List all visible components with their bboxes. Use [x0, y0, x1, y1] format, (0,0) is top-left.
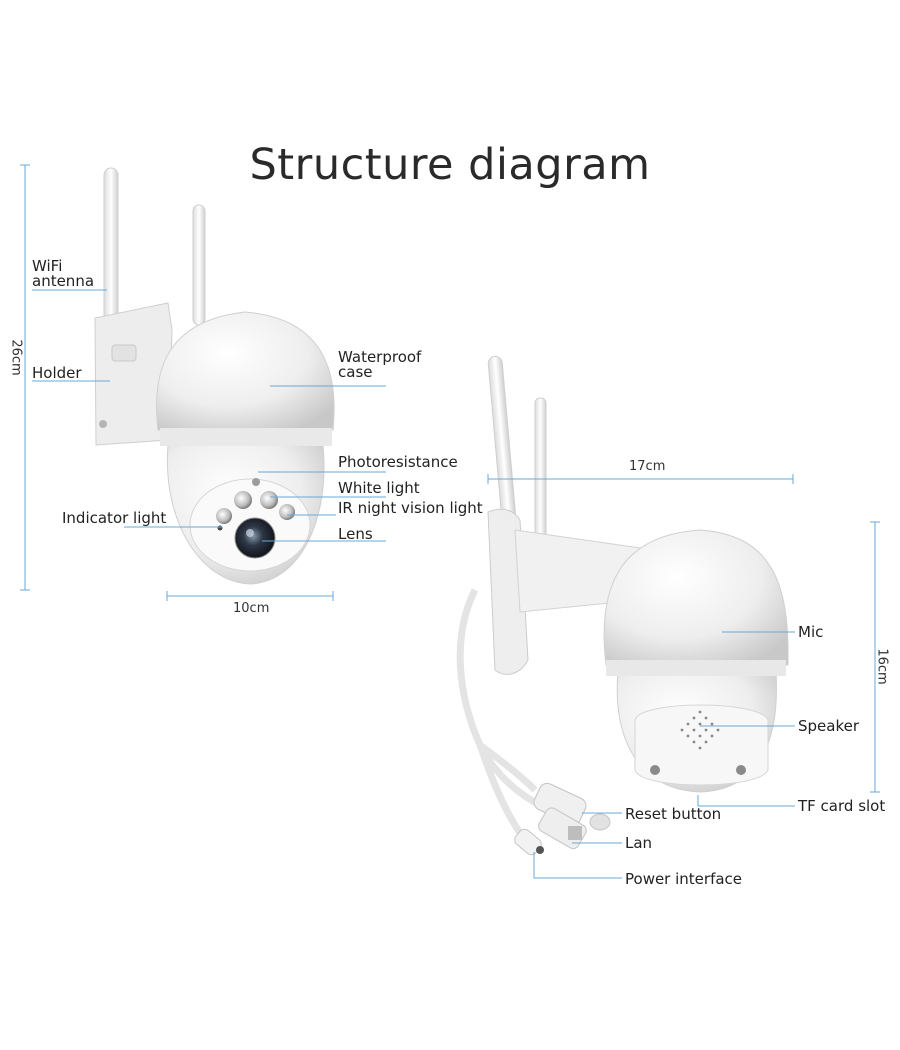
tf-card-slot-label: TF card slot — [798, 797, 886, 815]
side-cable — [456, 588, 542, 809]
side-dome-top — [603, 529, 789, 666]
indicator-light-label: Indicator light — [62, 509, 167, 527]
wifi-antenna-label: WiFi antenna — [32, 259, 94, 289]
lens-label: Lens — [338, 525, 373, 543]
front-width-dimension: 10cm — [233, 601, 270, 616]
reset-button-label: Reset button — [625, 805, 722, 823]
side-camera-illustration — [456, 355, 789, 856]
side-speaker-grille — [680, 710, 720, 750]
front-camera-illustration — [94, 167, 335, 585]
front-lens — [234, 517, 276, 559]
lan-label: Lan — [625, 834, 653, 852]
side-length-dimension: 17cm — [629, 459, 666, 474]
waterproof-case-label: Waterproof case — [338, 350, 421, 380]
front-height-dimension: 26cm — [8, 339, 24, 376]
holder-label: Holder — [32, 364, 82, 382]
power-interface-label: Power interface — [625, 870, 743, 888]
wifi-antenna-label-line1: WiFi — [32, 257, 63, 275]
photoresistance-label: Photoresistance — [338, 453, 458, 471]
front-dome-top — [156, 311, 335, 431]
ir-night-vision-light-label: IR night vision light — [338, 499, 483, 517]
side-height-dimension: 16cm — [874, 648, 890, 685]
white-light-label: White light — [338, 479, 420, 497]
front-antenna-right — [192, 204, 206, 326]
waterproof-case-label-line2: case — [338, 363, 373, 381]
callout-lines — [20, 164, 880, 879]
wifi-antenna-label-line2: antenna — [32, 272, 95, 290]
speaker-label: Speaker — [798, 717, 860, 735]
waterproof-case-label-line1: Waterproof — [338, 348, 422, 366]
diagram-title: Structure diagram — [249, 140, 651, 190]
mic-label: Mic — [798, 623, 824, 641]
